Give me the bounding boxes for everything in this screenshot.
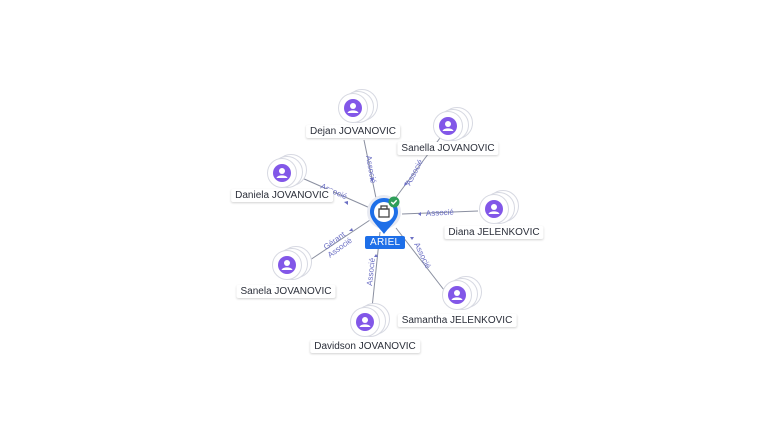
person-icon <box>278 256 296 274</box>
edge-dejan <box>363 139 377 199</box>
person-node-samantha[interactable] <box>442 276 482 310</box>
person-name[interactable]: Samantha JELENKOVIC <box>397 314 517 327</box>
person-icon <box>439 117 457 135</box>
arrow-samantha <box>410 237 414 240</box>
arrow-davidson <box>374 254 378 257</box>
person-icon <box>448 286 466 304</box>
person-node-dejan[interactable] <box>338 89 378 123</box>
company-node[interactable] <box>366 194 402 234</box>
person-icon <box>356 313 374 331</box>
person-icon <box>273 164 291 182</box>
person-name[interactable]: Davidson JOVANOVIC <box>310 340 420 353</box>
edge-label-sanella: Associé <box>404 157 425 186</box>
person-node-sanela[interactable] <box>272 246 312 280</box>
person-name[interactable]: Daniela JOVANOVIC <box>231 189 333 202</box>
person-name[interactable]: Sanella JOVANOVIC <box>397 142 499 155</box>
arrow-diana <box>418 212 421 216</box>
person-name[interactable]: Dejan JOVANOVIC <box>306 125 400 138</box>
company-label[interactable]: ARIEL <box>365 236 406 249</box>
arrow-sanella <box>404 182 408 186</box>
edge-label-dejan: Associé <box>364 155 378 185</box>
edge-label-davidson: Associé <box>365 257 377 286</box>
arrow-daniela <box>344 201 348 205</box>
verified-check-icon <box>388 196 400 208</box>
person-node-diana[interactable] <box>479 190 519 224</box>
edge-label-diana: Associé <box>426 208 455 218</box>
edge-sanela <box>303 219 371 265</box>
person-node-sanella[interactable] <box>433 107 473 141</box>
person-name[interactable]: Sanela JOVANOVIC <box>236 285 336 298</box>
person-name[interactable]: Diana JELENKOVIC <box>444 226 544 239</box>
edge-daniela <box>301 177 371 209</box>
edge-label-samantha: Associé <box>412 241 433 271</box>
arrow-dejan <box>370 178 374 182</box>
arrow-sanela <box>349 228 353 231</box>
person-node-daniela[interactable] <box>267 154 307 188</box>
person-icon <box>485 200 503 218</box>
edge-diana <box>401 210 479 215</box>
person-node-davidson[interactable] <box>350 303 390 337</box>
person-icon <box>344 99 362 117</box>
